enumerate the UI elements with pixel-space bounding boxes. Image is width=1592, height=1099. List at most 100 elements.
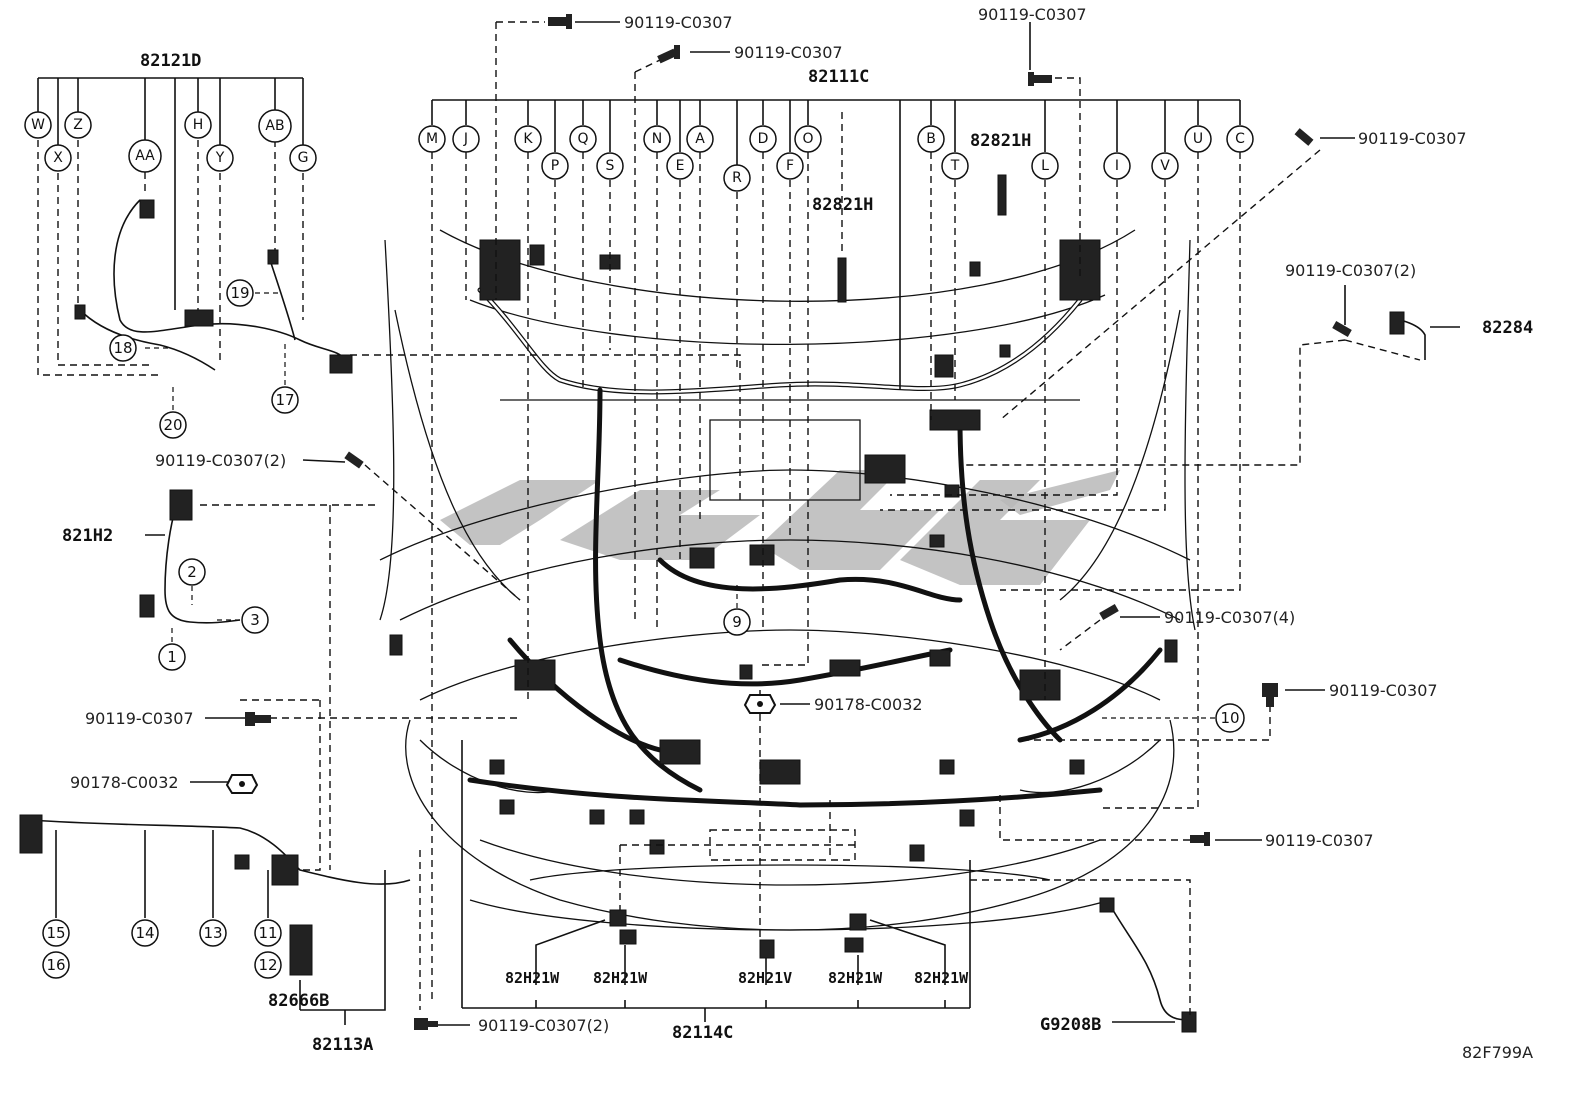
svg-text:W: W	[31, 117, 45, 133]
svg-text:S: S	[606, 158, 615, 174]
callout-C: C	[1226, 125, 1254, 153]
callout-L: L	[1031, 152, 1059, 180]
figure-code: 82F799A	[1462, 1043, 1533, 1062]
svg-text:D: D	[758, 131, 769, 147]
fastener-label-9: 90119-C0307	[85, 709, 194, 728]
callout-AA: AA	[128, 139, 162, 173]
svg-text:2: 2	[187, 563, 197, 581]
callout-O: O	[794, 125, 822, 153]
svg-text:P: P	[551, 158, 559, 174]
callout-20: 20	[159, 411, 187, 439]
svg-text:A: A	[695, 131, 705, 147]
bolt-icon	[1332, 321, 1352, 337]
callout-15: 15	[42, 919, 70, 947]
label-82111C: 82111C	[808, 67, 869, 87]
bolt-icon	[1028, 72, 1052, 86]
callout-10: 10	[1215, 703, 1245, 733]
callout-U: U	[1184, 125, 1212, 153]
letter-callouts-main: M J K P Q S N E A R D F O B T L I V U C	[418, 125, 1254, 192]
label-82H21V: 82H21V	[738, 969, 792, 987]
label-82113A: 82113A	[312, 1035, 373, 1055]
label-82H21W-4: 82H21W	[914, 969, 969, 987]
fastener-label-12: 90119-C0307	[1265, 831, 1374, 850]
fastener-label-3: 90119-C0307	[978, 5, 1087, 24]
callout-P: P	[541, 152, 569, 180]
svg-text:O: O	[802, 131, 813, 147]
callout-H: H	[184, 111, 212, 139]
svg-text:17: 17	[275, 391, 294, 409]
bolt-icon	[245, 712, 271, 726]
fastener-label-6: 90119-C0307(2)	[155, 451, 286, 470]
svg-text:R: R	[732, 170, 742, 186]
svg-text:I: I	[1115, 158, 1119, 174]
svg-text:L: L	[1041, 158, 1049, 174]
svg-text:Y: Y	[215, 150, 225, 166]
svg-text:G: G	[298, 150, 309, 166]
label-82821H-top: 82821H	[970, 131, 1031, 151]
callout-M: M	[418, 125, 446, 153]
label-82H21W-1: 82H21W	[505, 969, 560, 987]
fastener-labels: 90119-C0307 90119-C0307 90119-C0307 9011…	[70, 5, 1467, 1035]
label-82114C: 82114C	[672, 1023, 733, 1043]
label-82H21W-3: 82H21W	[828, 969, 883, 987]
svg-text:Q: Q	[577, 131, 588, 147]
svg-text:F: F	[786, 158, 794, 174]
svg-text:AA: AA	[135, 148, 155, 164]
callout-12: 12	[254, 951, 282, 979]
fastener-label-4: 90119-C0307	[1358, 129, 1467, 148]
callout-16: 16	[42, 951, 70, 979]
callout-3: 3	[241, 606, 269, 634]
callout-11: 11	[254, 919, 282, 947]
svg-text:U: U	[1193, 131, 1203, 147]
svg-text:12: 12	[258, 956, 277, 974]
callout-D: D	[749, 125, 777, 153]
svg-text:16: 16	[46, 956, 65, 974]
engine-bay-outline	[379, 229, 1196, 931]
callout-F: F	[776, 152, 804, 180]
svg-text:T: T	[950, 158, 960, 174]
svg-text:K: K	[523, 131, 533, 147]
svg-text:10: 10	[1220, 709, 1239, 727]
fastener-icons	[225, 14, 1352, 1030]
svg-text:X: X	[53, 150, 63, 166]
label-82121D: 82121D	[140, 51, 201, 71]
svg-text:19: 19	[230, 284, 249, 302]
callout-17: 17	[271, 386, 299, 414]
label-82666B: 82666B	[268, 991, 329, 1011]
bolt-icon	[414, 1018, 438, 1030]
svg-text:9: 9	[732, 613, 742, 631]
leader-lines	[37, 21, 1460, 1026]
svg-text:M: M	[426, 131, 438, 147]
number-callouts: 1 2 3 9 10 11 12 13 14 15 16 17 18 19 20	[42, 279, 1245, 979]
svg-text:20: 20	[163, 416, 182, 434]
label-82H21W-2: 82H21W	[593, 969, 648, 987]
callout-Q: Q	[569, 125, 597, 153]
callout-G: G	[289, 144, 317, 172]
svg-text:11: 11	[258, 924, 277, 942]
watermark-logo	[440, 470, 1120, 585]
callout-J: J	[452, 125, 480, 153]
part-labels: 82121D 82111C 82821H 82821H 82284 821H2 …	[62, 51, 1533, 1055]
svg-text:N: N	[652, 131, 662, 147]
nut-icon	[743, 694, 777, 714]
label-G9208B: G9208B	[1040, 1015, 1101, 1035]
callout-19: 19	[226, 279, 254, 307]
svg-text:C: C	[1235, 131, 1245, 147]
callout-AB: AB	[258, 109, 292, 143]
svg-text:Z: Z	[73, 117, 83, 133]
svg-text:14: 14	[135, 924, 154, 942]
letter-callouts-left: W X Z AA H Y AB G	[24, 109, 317, 173]
fastener-label-1: 90119-C0307	[624, 13, 733, 32]
callout-N: N	[643, 125, 671, 153]
svg-text:3: 3	[250, 611, 260, 629]
callout-V: V	[1151, 152, 1179, 180]
callout-B: B	[917, 125, 945, 153]
label-82284: 82284	[1482, 318, 1533, 338]
bolt-icon	[1099, 604, 1119, 620]
bolt-icon	[1294, 128, 1314, 146]
fastener-label-10: 90178-C0032	[814, 695, 923, 714]
fastener-label-2: 90119-C0307	[734, 43, 843, 62]
svg-text:B: B	[926, 131, 936, 147]
svg-text:J: J	[463, 131, 468, 147]
